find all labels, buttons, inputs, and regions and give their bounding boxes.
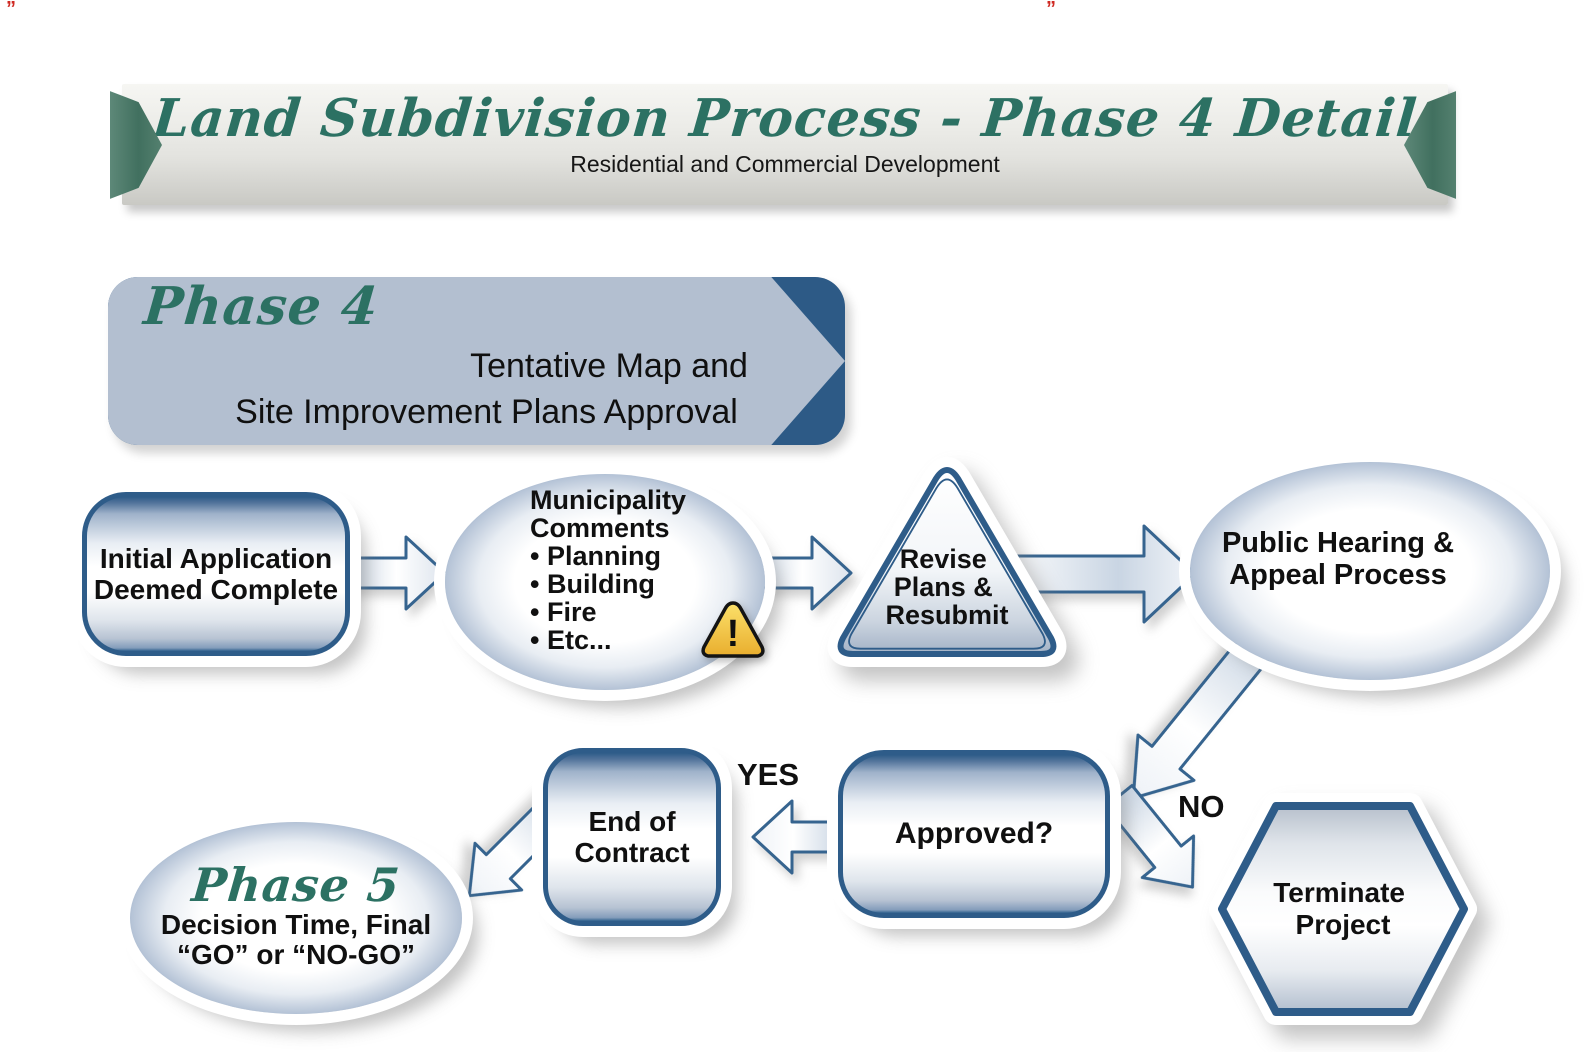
end-contract-line2: Contract (574, 837, 690, 868)
warning-exclamation-glyph: ! (727, 613, 740, 655)
revise-line2: Plans & (894, 572, 993, 602)
approved-label: Approved? (894, 817, 1054, 850)
node-revise-plans: Revise Plans & Resubmit (827, 457, 1067, 667)
phase4-band: Phase 4 Tentative Map and Site Improveme… (108, 277, 845, 445)
phase4-line1: Tentative Map and (470, 347, 748, 385)
terminate-line2: Project (1296, 909, 1391, 940)
phase4-line2: Site Improvement Plans Approval (235, 393, 738, 431)
node-public-hearing: Public Hearing & Appeal Process (1190, 462, 1550, 680)
revise-line1: Revise (900, 544, 987, 574)
municipality-line: Municipality (530, 485, 687, 515)
node-terminate-project: Terminate Project (1209, 793, 1477, 1025)
red-artifact-mark: ” (1046, 0, 1056, 20)
page-subtitle: Residential and Commercial Development (570, 151, 1000, 177)
arrow-hearing-to-approved (1100, 614, 1292, 825)
title-banner: Land Subdivision Process - Phase 4 Detai… (122, 84, 1448, 205)
warning-icon: ! (701, 601, 765, 658)
phase5-label: Phase 5 (189, 858, 403, 912)
revise-line3: Resubmit (885, 600, 1008, 630)
terminate-line1: Terminate (1273, 877, 1405, 908)
arrow-initial-to-municipality (346, 535, 447, 611)
end-contract-line1: End of (588, 806, 676, 837)
phase4-band-body (108, 277, 845, 445)
svg-text:Terminate Project: Terminate Project (1273, 877, 1413, 940)
page-title: Land Subdivision Process - Phase 4 Detai… (150, 88, 1420, 149)
no-branch-label: NO (1178, 789, 1225, 824)
node-initial-line1: Initial Application (99, 543, 333, 574)
municipality-line: • Building (530, 569, 655, 599)
node-municipality-text: Municipality Comments • Planning • Build… (530, 486, 686, 654)
yes-branch-label: YES (737, 757, 800, 792)
phase5-line2: “GO” or “NO-GO” (177, 939, 415, 970)
node-approved-decision: Approved? (838, 750, 1110, 918)
red-artifact-mark: ” (6, 0, 16, 20)
node-initial-line2: Deemed Complete (93, 574, 339, 605)
node-end-of-contract: End of Contract (543, 748, 721, 926)
municipality-line: Comments (530, 513, 670, 543)
node-initial-application: Initial Application Deemed Complete (82, 492, 350, 656)
municipality-line: • Planning (530, 541, 661, 571)
hearing-line2: Appeal Process (1229, 559, 1447, 591)
municipality-line: • Fire (530, 597, 597, 627)
arrow-approved-to-end-contract (751, 799, 844, 875)
svg-text:Revise Plans & Res: Revise Plans & Resubmit (885, 544, 1008, 630)
phase4-label: Phase 4 (141, 277, 381, 337)
municipality-line: • Etc... (530, 625, 612, 655)
phase5-line1: Decision Time, Final (160, 909, 432, 940)
node-phase5-decision: Phase 5 Decision Time, Final “GO” or “NO… (130, 822, 462, 1014)
hearing-line1: Public Hearing & (1221, 527, 1455, 559)
arrow-approved-to-terminate (1090, 773, 1221, 912)
